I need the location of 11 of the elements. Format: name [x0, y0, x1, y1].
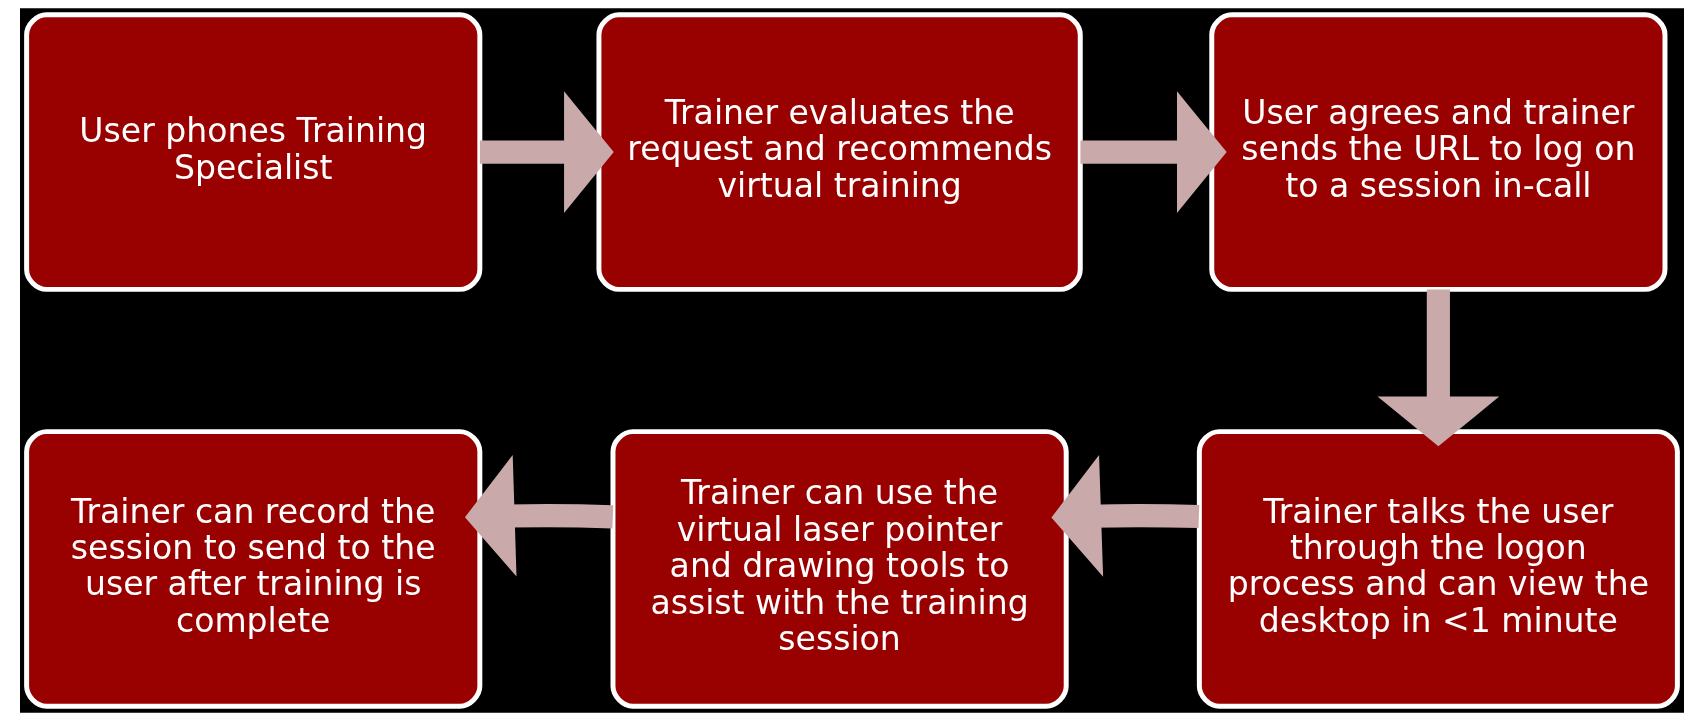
arrow	[479, 91, 614, 213]
arrow	[1377, 289, 1500, 447]
node-box: User agrees and trainer sends the URL to log on to a session in-call	[1209, 12, 1668, 292]
arrow	[1051, 455, 1200, 577]
node-box: Trainer can record the session to send to the user after training is complete	[24, 429, 483, 709]
arrow	[1080, 91, 1227, 213]
node-box: Trainer can use the virtual laser pointer and drawing tools to assist with the training session	[610, 429, 1069, 709]
node-box: Trainer evaluates the request and recommends virtual training	[596, 12, 1083, 292]
node-box: Trainer talks the user through the logon process and can view the desktop in <1 minute	[1196, 429, 1680, 709]
node-box: User phones Training Specialist	[24, 12, 483, 292]
arrow	[464, 454, 614, 577]
